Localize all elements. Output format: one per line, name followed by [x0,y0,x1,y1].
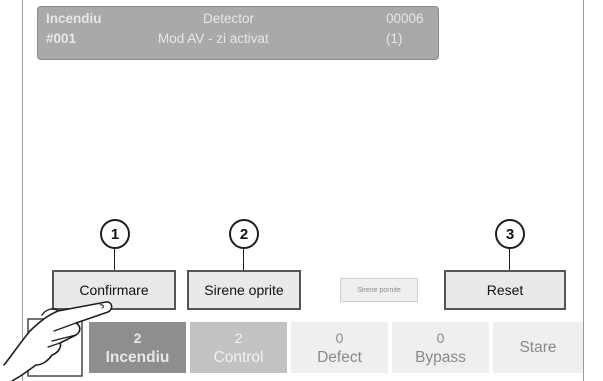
pointing-hand-icon [3,301,113,381]
reset-button[interactable]: Reset [444,270,566,310]
event-device: Detector [203,11,255,26]
confirm-button[interactable]: Confirmare [52,270,176,310]
tab-fire-label: Incendiu [105,348,170,366]
tab-bypass-label: Bypass [415,348,466,366]
tab-fault-label: Defect [317,348,362,366]
tab-fire-count: 2 [133,329,142,346]
panel-frame [22,0,584,381]
callout-3-leader [509,249,510,270]
tab-bypass-count: 0 [436,329,445,346]
tab-status[interactable]: Stare [493,322,583,373]
callout-1: 1 [100,219,130,249]
event-description: Mod AV - zi activat [158,31,269,46]
tab-control-count: 2 [234,329,243,346]
tab-bypass[interactable]: 0 Bypass [392,322,489,373]
event-count: (1) [386,31,403,46]
callout-3: 3 [495,219,525,249]
tab-fault[interactable]: 0 Defect [291,322,388,373]
tab-control[interactable]: 2 Control [190,322,287,373]
event-address: 00006 [386,11,424,26]
sirens-on-button[interactable]: Sirene pornite [340,278,418,302]
tab-control-label: Control [213,348,264,366]
tab-fire[interactable]: 2 Incendiu [89,322,186,373]
event-number: #001 [46,31,77,46]
tab-status-label: Stare [519,339,557,356]
event-entry[interactable]: Incendiu Detector 00006 #001 Mod AV - zi… [37,6,439,60]
callout-1-leader [114,249,115,270]
sirens-off-button[interactable]: Sirene oprite [187,270,301,310]
callout-2-leader [243,249,244,270]
event-type: Incendiu [46,11,102,26]
callout-2: 2 [229,219,259,249]
tab-fault-count: 0 [335,329,344,346]
